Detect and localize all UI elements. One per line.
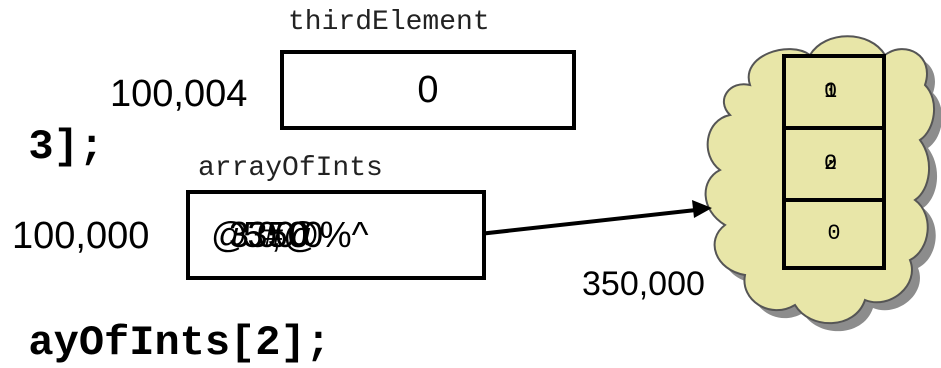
code-line-2-text: ayOfInts[2]; (28, 319, 331, 367)
third-element-address: 100,004 (110, 73, 248, 115)
third-element-box: 0 (280, 50, 576, 130)
array-of-ints-value-layer-3: 350,000 (229, 214, 323, 255)
third-element-value: 0 (417, 68, 439, 111)
reference-arrow (469, 208, 697, 237)
heap-cell-0-old: 0 (824, 79, 838, 104)
heap-address: 350,000 (582, 265, 705, 303)
arrowhead (692, 200, 712, 218)
diagram-graphics (469, 35, 941, 332)
heap-cell-2-value: 0 (827, 221, 841, 246)
code-line-1: 3]; (0, 72, 104, 172)
array-of-ints-value-layer-1: @350 (211, 214, 308, 255)
heap-array: 0 1 0 2 0 (782, 54, 886, 270)
heap-cell-0-new: 1 (824, 79, 838, 104)
array-of-ints-address: 100,000 (12, 215, 150, 257)
array-of-ints-box: @350 #@%^ 350,000 (186, 190, 486, 280)
heap-cell-1-old: 0 (824, 151, 838, 176)
heap-cell-0-value: 0 1 (824, 79, 844, 105)
heap-cell-1-new: 2 (824, 151, 838, 176)
array-of-ints-value-layer-2: #@%^ (263, 214, 369, 255)
heap-cell-1: 0 2 (786, 130, 882, 202)
heap-cell-2: 0 (786, 202, 882, 266)
third-element-label: thirdElement (288, 7, 490, 38)
array-of-ints-label: arrayOfInts (198, 153, 383, 184)
heap-cell-0: 0 1 (786, 58, 882, 130)
code-line-2: ayOfInts[2]; (0, 268, 331, 368)
array-of-ints-value: @350 #@%^ 350,000 (211, 213, 461, 257)
code-line-1-text: 3]; (28, 123, 105, 171)
heap-cell-1-value: 0 2 (824, 151, 844, 177)
